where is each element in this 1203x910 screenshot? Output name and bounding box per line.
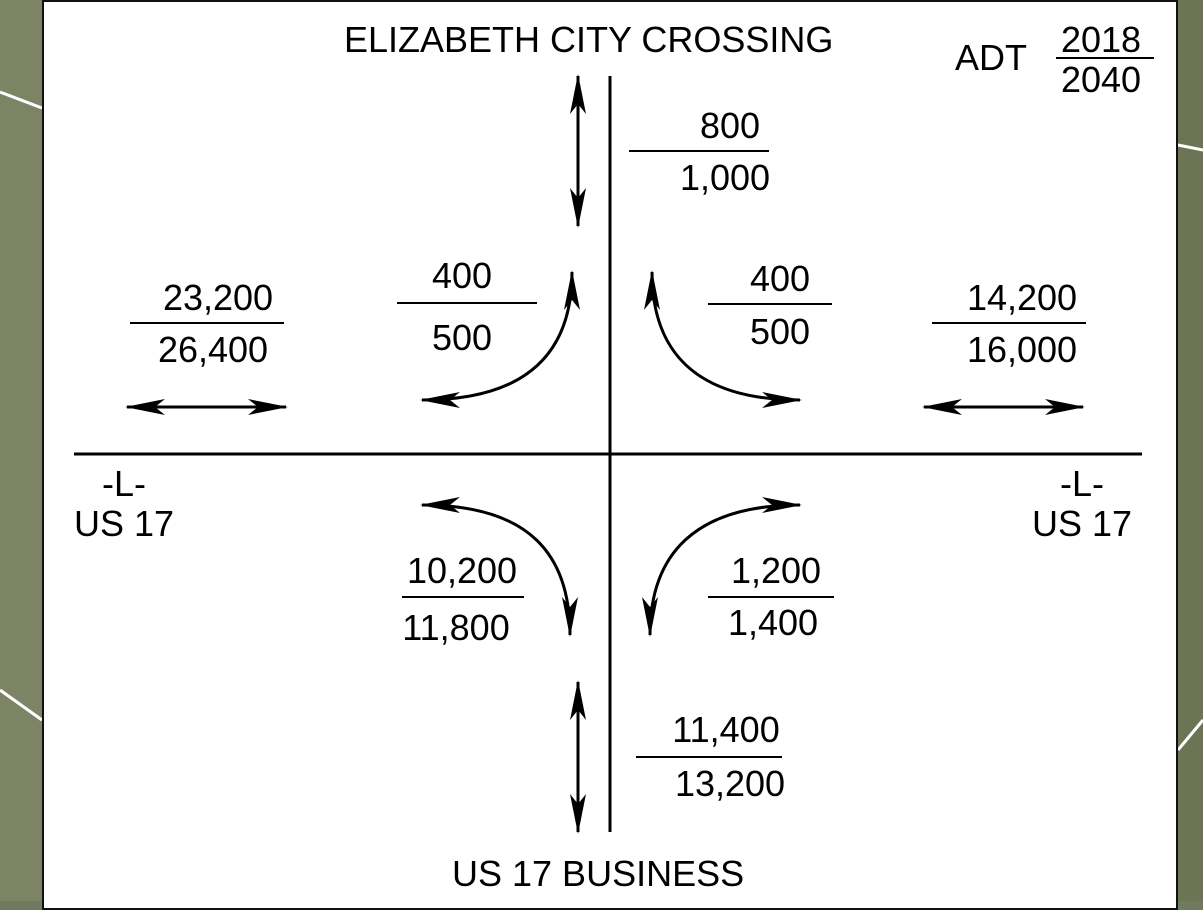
volume-2018: 14,200 bbox=[966, 277, 1078, 318]
east-line-label: -L- bbox=[1060, 463, 1104, 504]
volume-2040: 16,000 bbox=[966, 329, 1078, 370]
fraction-line bbox=[932, 322, 1086, 324]
volume-2018: 10,200 bbox=[406, 550, 518, 591]
ne-turn-arrow bbox=[644, 270, 802, 408]
volume-2040: 13,200 bbox=[674, 763, 786, 804]
parcel-line bbox=[0, 688, 43, 722]
west-road-label: US 17 bbox=[74, 503, 175, 544]
legend-year-top: 2018 bbox=[1060, 19, 1142, 60]
adt-label: ADT bbox=[955, 37, 1027, 78]
fraction-line bbox=[708, 596, 834, 598]
fraction-line bbox=[636, 756, 782, 758]
east-road-label: US 17 bbox=[1032, 503, 1133, 544]
fraction-line bbox=[130, 322, 284, 324]
se-turn-arrow bbox=[642, 497, 802, 637]
fraction-line bbox=[629, 150, 769, 152]
parcel-line bbox=[1177, 143, 1203, 152]
volume-2018: 400 bbox=[431, 255, 493, 296]
nw-turn-arrow bbox=[420, 270, 580, 408]
volume-2018: 400 bbox=[749, 258, 811, 299]
fraction-line bbox=[402, 596, 524, 598]
volume-2018: 800 bbox=[699, 105, 761, 146]
volume-2018: 1,200 bbox=[730, 550, 822, 591]
volume-2018: 11,400 bbox=[672, 709, 780, 750]
parcel-line bbox=[1176, 719, 1203, 751]
sw-turn-arrow bbox=[420, 497, 578, 637]
volume-2040: 1,400 bbox=[727, 602, 819, 643]
north-road-title: ELIZABETH CITY CROSSING bbox=[344, 19, 834, 60]
legend-fraction-line bbox=[1056, 57, 1154, 59]
south-road-title: US 17 BUSINESS bbox=[452, 853, 745, 894]
parcel-line bbox=[0, 90, 43, 110]
west-line-label: -L- bbox=[102, 463, 146, 504]
volume-2040: 1,000 bbox=[679, 157, 771, 198]
volume-2040: 500 bbox=[749, 311, 811, 352]
volume-2040: 11,800 bbox=[402, 607, 510, 648]
legend-year-bottom: 2040 bbox=[1060, 59, 1142, 100]
volume-2040: 500 bbox=[431, 317, 493, 358]
fraction-line bbox=[397, 302, 537, 304]
volume-2040: 26,400 bbox=[157, 329, 269, 370]
volume-2018: 23,200 bbox=[162, 277, 274, 318]
fraction-line bbox=[708, 303, 832, 305]
